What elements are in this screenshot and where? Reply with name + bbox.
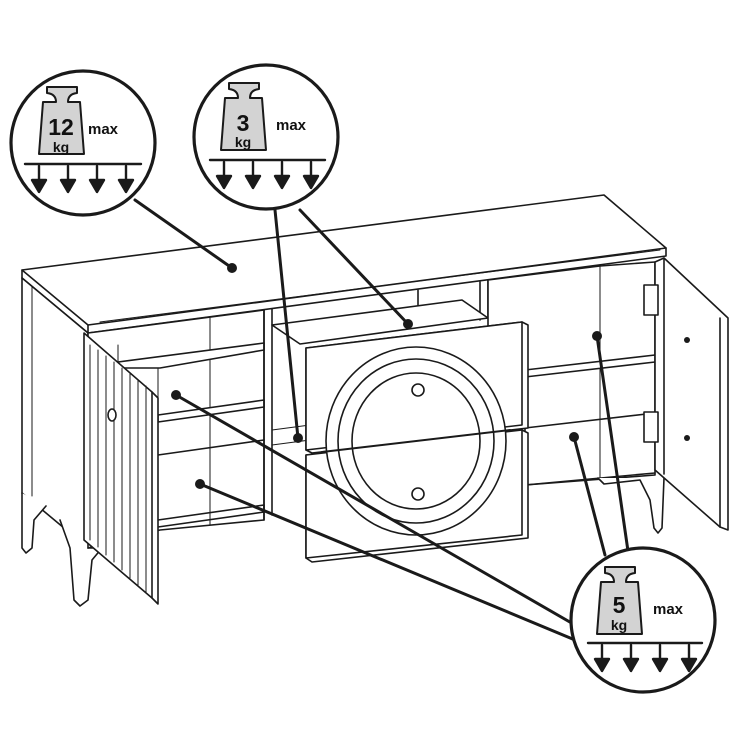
down-arrows-icon: [586, 641, 704, 673]
weight-icon: [220, 82, 267, 151]
weight-icon: [596, 566, 643, 635]
weight-value: 3: [237, 110, 250, 136]
hinge-icon: [643, 284, 659, 316]
left-door: [83, 332, 159, 605]
weight-badge-drawer: 3 kg max: [192, 63, 340, 211]
right-door: [643, 257, 729, 531]
weight-value: 5: [613, 592, 626, 618]
weight-max-label: max: [276, 117, 307, 134]
door-knob-icon: [107, 408, 117, 422]
weight-badge-top: 12 kg max: [9, 69, 157, 217]
weight-badge-shelf: 5 kg max: [569, 546, 717, 694]
pointer-dots: [171, 263, 602, 489]
weight-unit: kg: [611, 617, 627, 633]
sideboard: [21, 194, 729, 607]
weight-max-label: max: [653, 601, 684, 618]
right-leg: [597, 477, 665, 534]
weight-max-label: max: [88, 121, 119, 138]
weight-unit: kg: [53, 139, 69, 155]
pointer-lines: [133, 198, 632, 642]
weight-icon: [38, 86, 85, 155]
sideboard-top: [21, 194, 667, 334]
down-arrows-icon: [208, 158, 327, 190]
hinge-icon: [643, 411, 659, 443]
drawer-fronts: [305, 321, 529, 563]
down-arrows-icon: [23, 162, 143, 194]
weight-unit: kg: [235, 134, 251, 150]
weight-value: 12: [48, 114, 74, 140]
